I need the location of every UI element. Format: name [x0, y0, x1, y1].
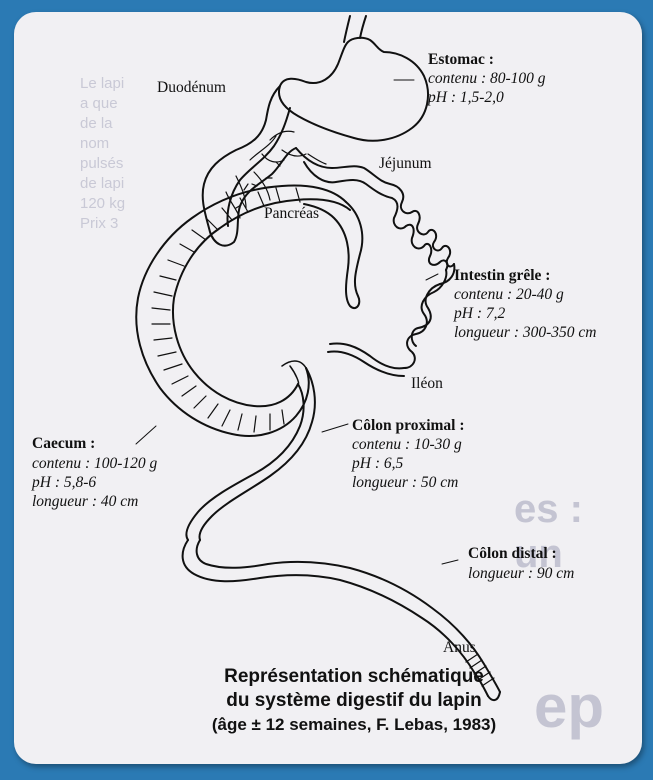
label-estomac-title: Estomac :	[428, 50, 494, 69]
label-jejunum: Jéjunum	[379, 154, 432, 173]
label-anus: Anus	[443, 638, 476, 657]
digestive-system-drawing	[14, 12, 642, 764]
stomach-shape	[279, 38, 428, 141]
label-estomac-ph: pH : 1,5-2,0	[428, 88, 504, 107]
label-caecum-longueur: longueur : 40 cm	[32, 492, 138, 511]
leader-colon-distal	[442, 560, 458, 564]
leader-colon-proximal	[322, 424, 348, 432]
label-colon-proximal-ph: pH : 6,5	[352, 454, 403, 473]
caption-line-2: du système digestif du lapin	[94, 690, 614, 712]
esophagus	[344, 16, 350, 42]
caption-line-1: Représentation schématique	[94, 666, 614, 688]
label-intestin-ph: pH : 7,2	[454, 304, 505, 323]
label-caecum-title: Caecum :	[32, 434, 95, 453]
label-colon-proximal-title: Côlon proximal :	[352, 416, 465, 435]
label-caecum-ph: pH : 5,8-6	[32, 473, 96, 492]
label-intestin-contenu: contenu : 20-40 g	[454, 285, 564, 304]
label-colon-distal-longueur: longueur : 90 cm	[468, 564, 574, 583]
label-ileon: Iléon	[411, 374, 443, 393]
label-caecum-contenu: contenu : 100-120 g	[32, 454, 157, 473]
diagram-card: Le lapi a que de la nom pulsés de lapi 1…	[14, 12, 642, 764]
label-estomac-contenu: contenu : 80-100 g	[428, 69, 546, 88]
label-colon-distal-title: Côlon distal :	[468, 544, 557, 563]
label-pancreas: Pancréas	[264, 204, 319, 223]
leader-intestin	[426, 274, 438, 280]
label-intestin-title: Intestin grêle :	[454, 266, 550, 285]
caption-line-3: (âge ± 12 semaines, F. Lebas, 1983)	[94, 715, 614, 735]
ileum-shape	[330, 264, 454, 368]
leader-caecum	[136, 426, 156, 444]
label-colon-proximal-contenu: contenu : 10-30 g	[352, 435, 462, 454]
label-intestin-longueur: longueur : 300-350 cm	[454, 323, 597, 342]
label-colon-proximal-longueur: longueur : 50 cm	[352, 473, 458, 492]
label-duodenum: Duodénum	[157, 78, 226, 97]
